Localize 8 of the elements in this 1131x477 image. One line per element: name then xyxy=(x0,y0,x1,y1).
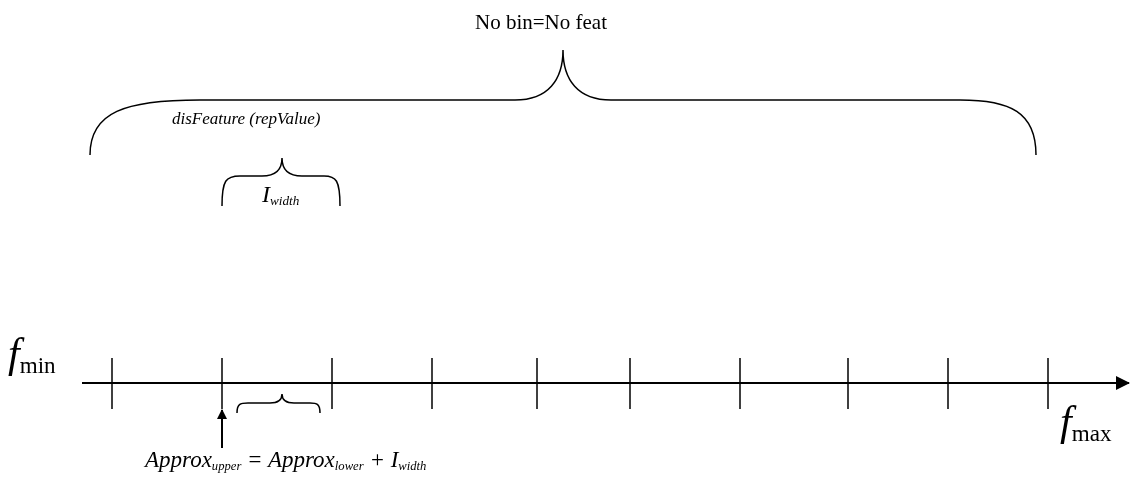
axis-label: f$_{max}$ xyxy=(1060,400,1112,445)
axis-label: f$_{min}$ xyxy=(8,332,56,377)
brace-label: disFeature (repValue) xyxy=(172,110,321,127)
brace-label: No bin=No feat xyxy=(475,12,607,33)
interval-label: I$_{width}$ xyxy=(262,182,300,208)
tick-mark xyxy=(221,357,223,410)
formula-text: Approx$_{upper}$ = Approx$_{lower}$ + I$_{width}$ xyxy=(145,448,427,473)
arrow xyxy=(217,409,227,449)
